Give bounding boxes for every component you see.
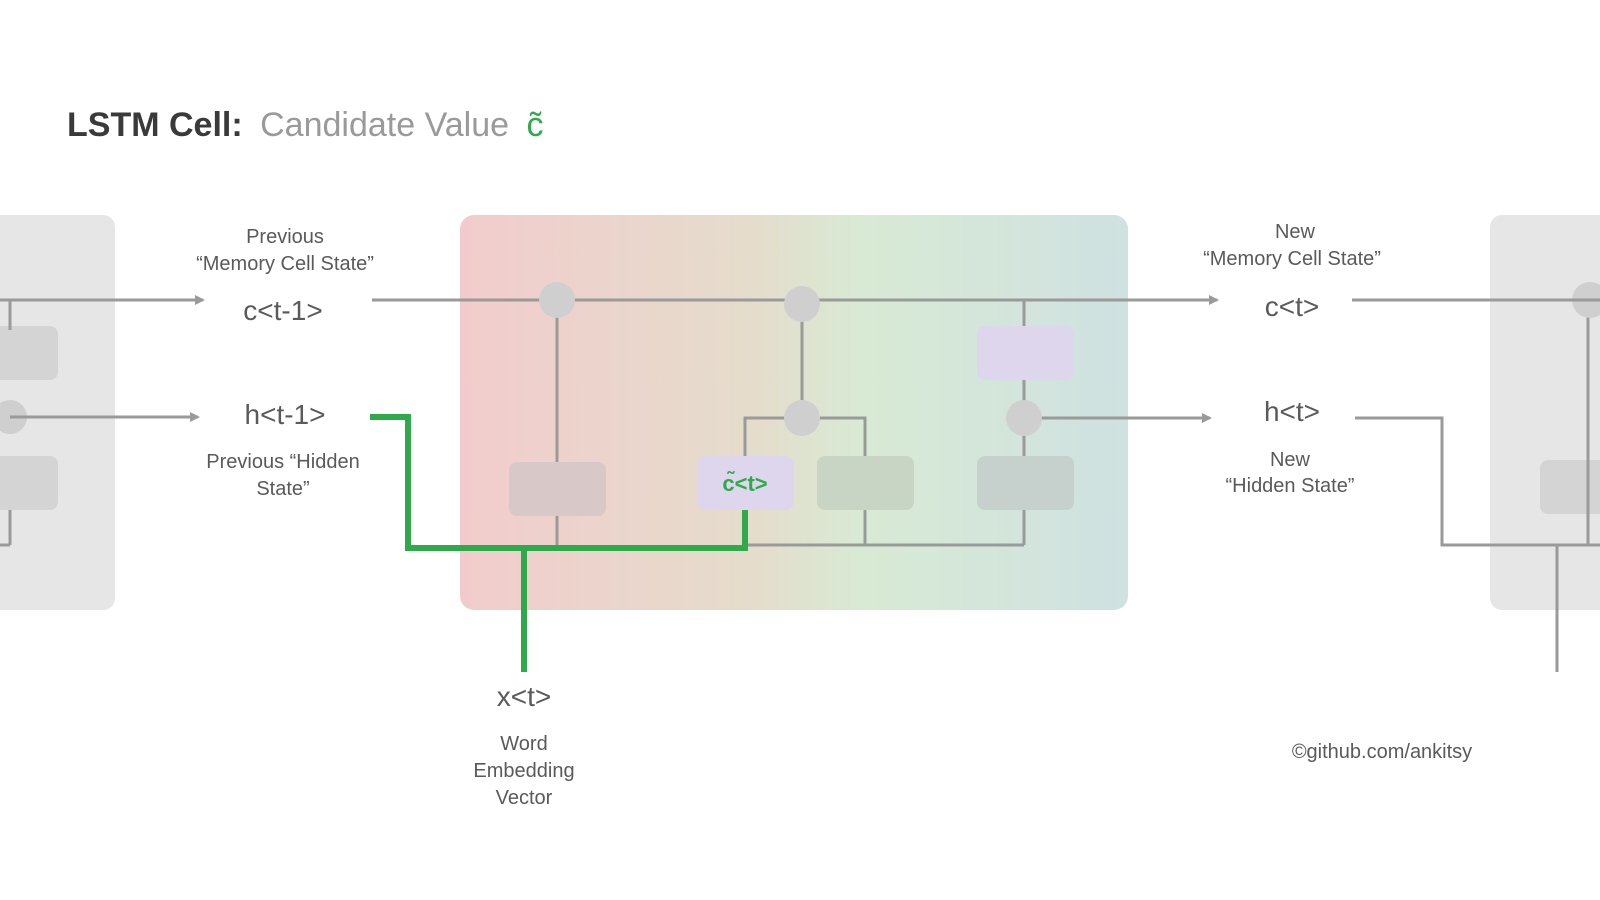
new-cell-var: c<t> bbox=[1265, 291, 1319, 322]
prev-hidden-title-1: Previous “Hidden bbox=[206, 451, 359, 473]
candidate-gate-box bbox=[697, 456, 794, 510]
output-gate-box bbox=[977, 456, 1074, 510]
forget-gate-box bbox=[509, 462, 606, 516]
candidate-path bbox=[370, 414, 748, 672]
prev-cell-title-2: “Memory Cell State” bbox=[196, 253, 374, 275]
prev-cell-var: c<t-1> bbox=[243, 295, 322, 326]
new-hidden-title-2: “Hidden State” bbox=[1226, 475, 1355, 497]
gate-boxes: c̃<t> bbox=[509, 326, 1074, 516]
title-light: Candidate Value bbox=[260, 106, 509, 144]
new-hidden-var: h<t> bbox=[1264, 396, 1320, 427]
pointwise-nodes bbox=[539, 282, 1042, 436]
update-gate-box bbox=[817, 456, 914, 510]
new-cell-title-2: “Memory Cell State” bbox=[1203, 248, 1381, 270]
candidate-gate-label: c̃<t> bbox=[722, 471, 767, 496]
prev-hidden-title-2: State” bbox=[256, 478, 309, 500]
title-bold: LSTM Cell: bbox=[67, 106, 243, 144]
output-multiply-node bbox=[1006, 400, 1042, 436]
tanh-box bbox=[977, 326, 1074, 380]
credit-text: ©github.com/ankitsy bbox=[1292, 741, 1472, 763]
new-cell-title-1: New bbox=[1275, 221, 1316, 243]
cell-add-node bbox=[784, 286, 820, 322]
update-multiply-node bbox=[784, 400, 820, 436]
page-title: LSTM Cell: Candidate Value c̃ bbox=[67, 106, 543, 144]
input-title-3: Vector bbox=[496, 787, 553, 809]
new-hidden-title-1: New bbox=[1270, 449, 1311, 471]
forget-multiply-node bbox=[539, 282, 575, 318]
input-title-2: Embedding bbox=[473, 760, 574, 782]
previous-cell bbox=[0, 215, 115, 610]
prev-cell-title-1: Previous bbox=[246, 226, 324, 248]
next-cell bbox=[1490, 215, 1600, 610]
title-symbol: c̃ bbox=[526, 106, 543, 144]
input-title-1: Word bbox=[500, 733, 547, 755]
prev-hidden-var: h<t-1> bbox=[245, 399, 326, 430]
input-var: x<t> bbox=[497, 681, 551, 712]
